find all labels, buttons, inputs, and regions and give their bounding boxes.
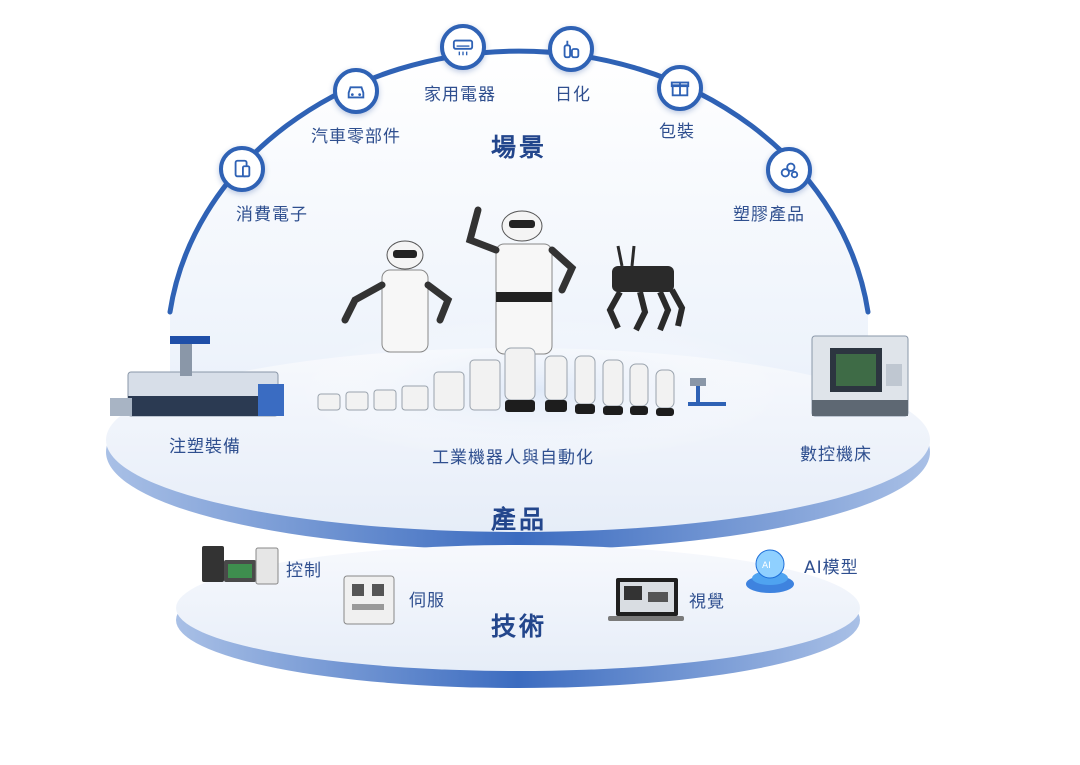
tech-label-vision: 視覺 xyxy=(689,587,725,612)
scenarios-title: 場景 xyxy=(491,128,547,164)
scenario-label-consumer-electronics: 消費電子 xyxy=(236,200,308,225)
technology-title: 技術 xyxy=(491,607,547,643)
tech-label-ai-model: AI模型 xyxy=(804,553,859,578)
tech-label-servo: 伺服 xyxy=(409,586,445,611)
svg-text:AI: AI xyxy=(762,561,771,571)
scenario-label-auto-parts: 汽車零部件 xyxy=(311,122,401,147)
product-label-cnc: 數控機床 xyxy=(800,440,872,465)
tech-label-control: 控制 xyxy=(286,556,322,581)
air-conditioner-icon xyxy=(440,24,486,70)
product-label-injection-molding: 注塑裝備 xyxy=(169,432,241,457)
product-label-robotics-automation: 工業機器人與自動化 xyxy=(432,443,594,468)
products-title: 產品 xyxy=(491,500,547,536)
car-icon xyxy=(333,68,379,114)
tablet-icon xyxy=(219,146,265,192)
scenario-label-plastic-products: 塑膠產品 xyxy=(733,200,805,225)
plastic-gear-icon xyxy=(766,147,812,193)
servo-drive-image xyxy=(344,576,394,624)
scenario-label-daily-chemicals: 日化 xyxy=(555,80,591,105)
controller-image xyxy=(202,546,278,584)
scenario-label-packaging: 包裝 xyxy=(659,117,695,142)
vision-laptop-image xyxy=(608,578,684,621)
scenario-label-home-appliances: 家用電器 xyxy=(424,80,496,105)
cnc-machine-image xyxy=(812,336,908,416)
gift-box-icon xyxy=(657,65,703,111)
bottles-icon xyxy=(548,26,594,72)
